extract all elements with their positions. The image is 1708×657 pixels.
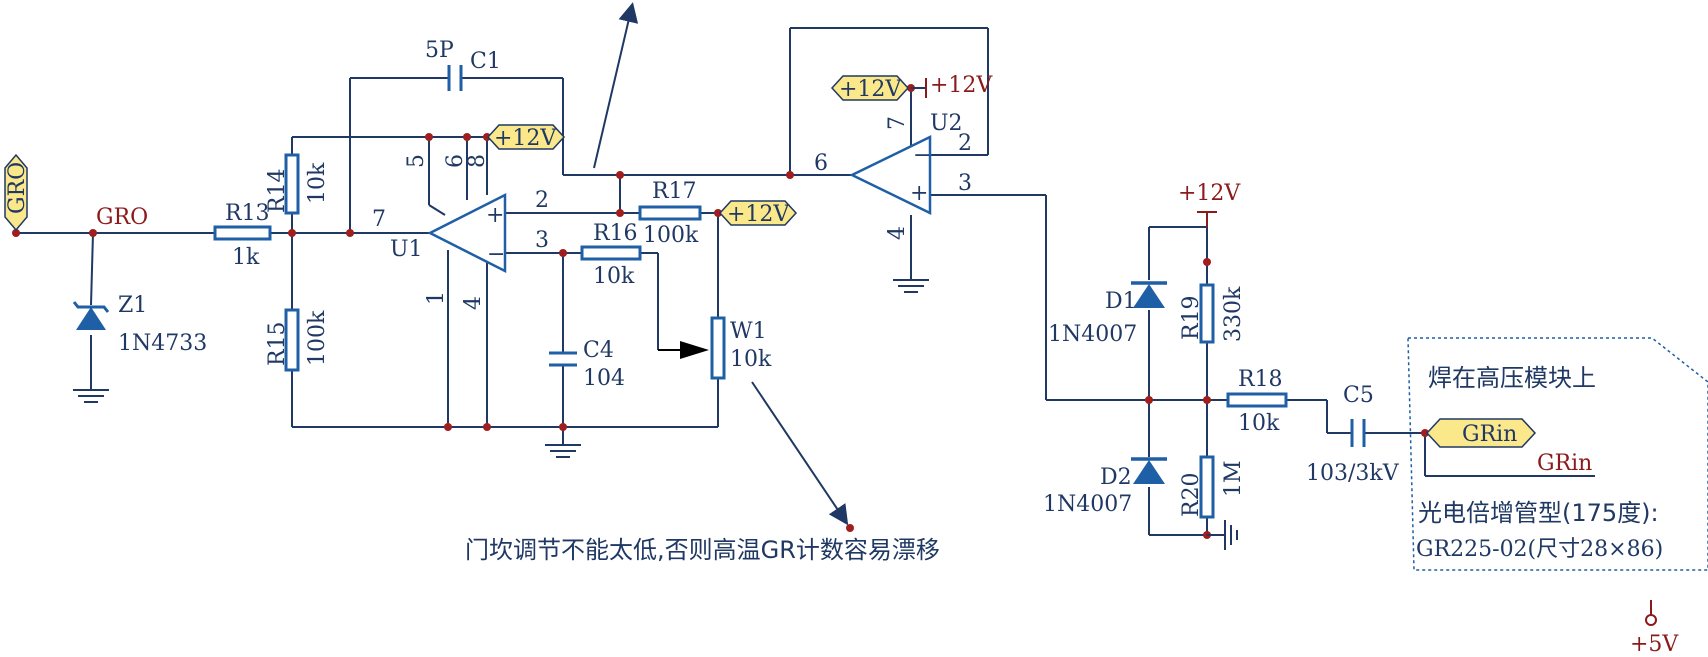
p5v-label: +5V <box>1630 632 1679 657</box>
r17-value: 100k <box>643 223 699 248</box>
d2-ref: D2 <box>1100 465 1132 490</box>
annotation-arrow-note <box>751 381 849 526</box>
power-symbol-r19 <box>1197 211 1217 227</box>
threshold-note: 门坎调节不能太低,否则高温GR计数容易漂移 <box>465 536 940 564</box>
capacitor-c4 <box>549 351 577 367</box>
potentiometer-w1 <box>710 316 726 380</box>
p12v-power-r19-label: +12V <box>1178 181 1241 206</box>
resistor-r17 <box>638 205 702 221</box>
w1-ref: W1 <box>730 319 767 344</box>
gro-port-label: GRO <box>5 162 30 214</box>
ground-symbol-r20 <box>1207 520 1238 550</box>
resistor-r14 <box>284 153 300 215</box>
r16-value: 10k <box>593 264 635 289</box>
grin-port-tag <box>1425 418 1537 448</box>
diode-d2 <box>1131 457 1167 484</box>
resistor-r19 <box>1199 283 1215 344</box>
r14-value: 10k <box>305 162 330 204</box>
gro-port-tag <box>4 153 28 232</box>
r20-ref: R20 <box>1179 472 1204 517</box>
u2-pin-2: 2 <box>958 131 972 156</box>
u1-pin-3: 3 <box>535 228 549 253</box>
opamp-u1-symbol <box>427 192 507 274</box>
u1-pin-8: 8 <box>465 154 490 168</box>
grin-port-label: GRin <box>1462 422 1517 447</box>
c4-value: 104 <box>583 366 625 391</box>
ground-symbol-z1 <box>73 389 109 403</box>
u2-pin-7: 7 <box>885 116 910 130</box>
ground-symbol-u2 <box>893 279 929 293</box>
u2-pin-3: 3 <box>958 171 972 196</box>
u1-pin-5: 5 <box>404 154 429 168</box>
capacitor-c5 <box>1350 419 1366 447</box>
ground-symbol-c4 <box>545 444 581 458</box>
annotation-arrow-up <box>593 2 639 169</box>
u1-pin-1: 1 <box>424 291 449 305</box>
c1-ref: C1 <box>470 49 501 74</box>
p12v-tag-u1 <box>486 124 566 150</box>
p12v-power-u2-label: +12V <box>930 73 993 98</box>
w1-wiper-arrow <box>658 341 709 359</box>
c5-value: 103/3kV <box>1306 461 1400 486</box>
c5-ref: C5 <box>1343 383 1374 408</box>
u1-pin-7: 7 <box>372 207 386 232</box>
diode-d1 <box>1131 281 1167 308</box>
power-symbol-u2 <box>911 78 927 98</box>
wires <box>16 27 1595 536</box>
r18-ref: R18 <box>1238 367 1283 392</box>
u1-pin-6: 6 <box>443 154 468 168</box>
u2-ref: U2 <box>930 111 963 136</box>
w1-value: 10k <box>730 347 772 372</box>
p12v-tag-u2-label: +12V <box>839 77 902 102</box>
r19-value: 330k <box>1221 286 1246 342</box>
resistor-r15 <box>284 308 300 372</box>
d2-value: 1N4007 <box>1043 492 1132 517</box>
resistor-r13 <box>213 225 272 241</box>
tube-line-1: 光电倍增管型(175度): <box>1418 499 1659 527</box>
r19-ref: R19 <box>1179 295 1204 340</box>
gro-net-label: GRO <box>96 205 148 230</box>
r16-ref: R16 <box>593 221 638 246</box>
opamp-u2-symbol <box>849 135 932 215</box>
u2-plus-sign: + <box>910 181 928 206</box>
zener-z1-symbol <box>72 301 110 330</box>
capacitor-c1 <box>447 65 463 91</box>
p12v-tag-w1 <box>718 200 798 226</box>
r18-value: 10k <box>1238 411 1280 436</box>
grin-net-label: GRin <box>1537 451 1592 476</box>
r20-value: 1M <box>1221 460 1246 497</box>
u2-minus-sign: − <box>913 143 931 168</box>
d1-ref: D1 <box>1105 289 1137 314</box>
d1-value: 1N4007 <box>1048 322 1137 347</box>
power-symbol-5v <box>1645 600 1657 626</box>
u1-pin-2: 2 <box>535 188 549 213</box>
r13-ref: R13 <box>225 201 270 226</box>
junction-dots <box>12 84 1429 539</box>
module-note: 焊在高压模块上 <box>1428 364 1596 392</box>
u2-pin-4: 4 <box>885 226 910 240</box>
tube-line-2: GR225-02(尺寸28×86) <box>1416 537 1663 562</box>
hv-module-outline <box>1407 337 1708 571</box>
u1-minus-sign: − <box>487 242 505 267</box>
r13-value: 1k <box>232 245 260 270</box>
u1-ref: U1 <box>390 237 423 262</box>
r15-value: 100k <box>305 310 330 366</box>
c1-value: 5P <box>425 38 454 63</box>
p12v-tag-w1-label: +12V <box>727 202 790 227</box>
resistor-r16 <box>580 245 642 261</box>
resistor-r18 <box>1226 392 1288 408</box>
u1-plus-sign: + <box>486 203 504 228</box>
p12v-tag-u2 <box>830 75 910 101</box>
p12v-tag-u1-label: +12V <box>494 126 557 151</box>
r15-ref: R15 <box>265 321 290 366</box>
z1-value: 1N4733 <box>118 331 207 356</box>
r17-ref: R17 <box>652 179 697 204</box>
r14-ref: R14 <box>265 168 290 213</box>
u2-pin-6: 6 <box>814 151 828 176</box>
u1-pin-4: 4 <box>461 296 486 310</box>
c4-ref: C4 <box>583 338 614 363</box>
resistor-r20 <box>1199 455 1215 519</box>
z1-ref: Z1 <box>118 293 147 318</box>
